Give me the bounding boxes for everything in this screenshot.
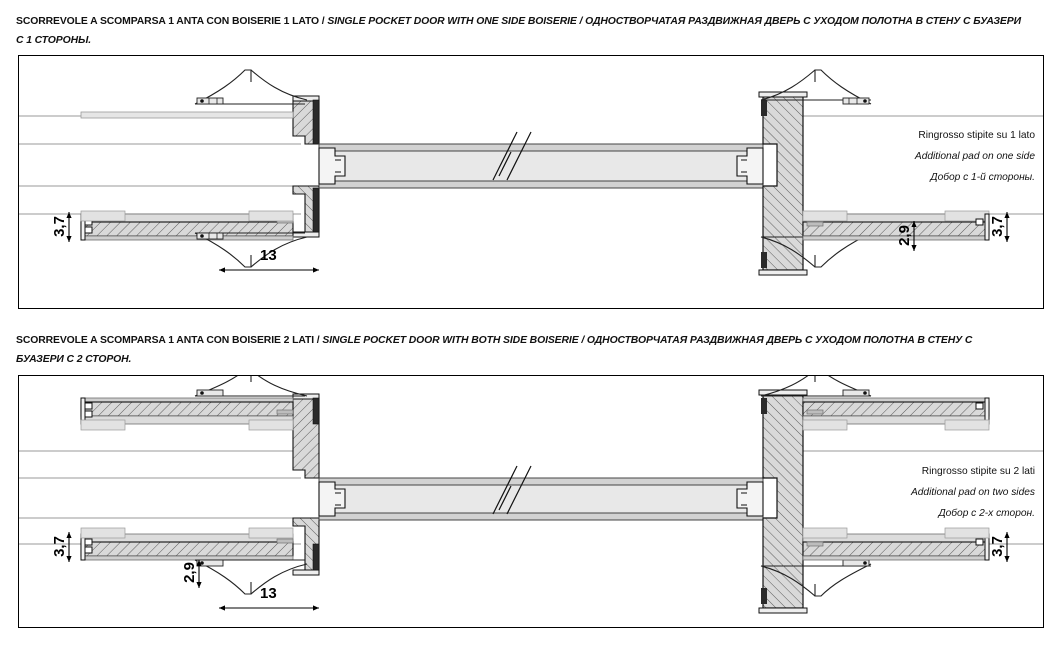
left-upper-hardware-bracket <box>194 69 308 105</box>
right-lower-boiserie-panel-2 <box>802 527 990 561</box>
section-2-title-line2: БУАЗЕРИ С 2 СТОРОН. <box>16 354 132 365</box>
section-2-title-russian: ОДНОСТВОРЧАТАЯ РАЗДВИЖНАЯ ДВЕРЬ С УХОДОМ… <box>586 335 973 346</box>
right-pocket-jamb <box>758 91 808 276</box>
left-upper-boiserie-panel-2 <box>80 397 294 431</box>
right-upper-hardware-bracket-2 <box>760 376 872 397</box>
left-lower-hardware-bracket-2 <box>194 559 308 595</box>
left-lower-hardware-bracket <box>194 232 308 268</box>
left-upper-jamb-2 <box>292 393 320 479</box>
left-lower-boiserie-panel <box>80 210 294 241</box>
section-1-title-sep-1: / <box>319 16 328 27</box>
right-lower-boiserie-panel <box>802 210 990 241</box>
section-2-title-italian: SCORREVOLE A SCOMPARSA 1 ANTA CON BOISER… <box>16 335 314 346</box>
section-1-title-italian: SCORREVOLE A SCOMPARSA 1 ANTA CON BOISER… <box>16 16 319 27</box>
left-lower-jamb <box>292 185 320 238</box>
section-1-callout-english: Additional pad on one side <box>914 151 1035 162</box>
dimension-left-depth-2 <box>219 605 319 611</box>
section-1-title-sep-2: / <box>576 16 586 27</box>
section-2-title-sep-2: / <box>578 335 587 346</box>
section-1-callout-italian: Ringrosso stipite su 1 lato <box>918 130 1035 141</box>
door-leaf-left-profile-2 <box>318 481 346 517</box>
section-2-drawing <box>19 376 1043 614</box>
left-lower-boiserie-panel-2 <box>80 527 294 561</box>
dimension-label-left-pad-2: 2,9 <box>180 562 198 583</box>
left-upper-boiserie <box>80 111 294 119</box>
door-leaf-panel-2 <box>318 477 764 521</box>
section-1-title: SCORREVOLE A SCOMPARSA 1 ANTA CON BOISER… <box>16 12 1056 50</box>
right-upper-hardware-bracket <box>760 69 872 105</box>
section-1-drawing-frame: Ringrosso stipite su 1 lato Additional p… <box>18 55 1044 309</box>
break-line-symbol-2 <box>492 465 532 515</box>
dimension-left-depth <box>219 267 319 273</box>
dimension-label-left-thickness-1: 3,7 <box>50 216 68 237</box>
section-1-drawing <box>19 69 1043 276</box>
dimension-label-left-depth-1: 13 <box>260 247 277 264</box>
section-2-callout-russian: Добор с 2-х сторон. <box>938 508 1035 519</box>
section-2-callout: Ringrosso stipite su 2 lati Additional p… <box>813 461 1035 524</box>
dimension-label-right-pad-1: 2,9 <box>895 225 913 246</box>
dimension-left-thickness-2 <box>66 532 72 562</box>
section-2-callout-english: Additional pad on two sides <box>910 487 1035 498</box>
dimension-right-thickness-2 <box>1004 532 1010 562</box>
section-2-title: SCORREVOLE A SCOMPARSA 1 ANTA CON BOISER… <box>16 331 1056 369</box>
right-pocket-jamb-2 <box>758 389 808 614</box>
section-1-callout: Ringrosso stipite su 1 lato Additional p… <box>813 125 1035 188</box>
break-line-symbol <box>492 131 532 181</box>
dimension-label-left-thickness-2: 3,7 <box>50 536 68 557</box>
dimension-label-right-thickness-2: 3,7 <box>988 536 1006 557</box>
left-lower-jamb-2 <box>292 517 320 576</box>
dimension-right-pad <box>911 221 917 251</box>
door-leaf-right-profile-2 <box>736 481 764 517</box>
section-1-title-russian: ОДНОСТВОРЧАТАЯ РАЗДВИЖНАЯ ДВЕРЬ С УХОДОМ… <box>585 16 1021 27</box>
section-2-title-sep-1: / <box>314 335 323 346</box>
section-2-callout-italian: Ringrosso stipite su 2 lati <box>921 466 1035 477</box>
door-leaf-panel <box>318 143 764 189</box>
right-upper-boiserie-panel-2 <box>802 397 990 431</box>
section-1-title-english: SINGLE POCKET DOOR WITH ONE SIDE BOISERI… <box>327 16 577 27</box>
dimension-label-left-depth-2: 13 <box>260 585 277 602</box>
section-1-callout-russian: Добор с 1-й стороны. <box>930 172 1035 183</box>
wall-reference-lines-left <box>19 115 301 215</box>
section-2-title-english: SINGLE POCKET DOOR WITH BOTH SIDE BOISER… <box>322 335 579 346</box>
section-2-drawing-frame: Ringrosso stipite su 2 lati Additional p… <box>18 375 1044 628</box>
dimension-right-thickness <box>1004 212 1010 242</box>
dimension-left-thickness <box>66 212 72 242</box>
dimension-left-pad-2 <box>196 560 202 588</box>
left-upper-hardware-bracket-2 <box>194 376 308 397</box>
right-lower-hardware-bracket-2 <box>760 559 872 597</box>
door-leaf-left-profile <box>318 147 346 185</box>
dimension-label-right-thickness-1: 3,7 <box>988 216 1006 237</box>
section-1-title-line2: С 1 СТОРОНЫ. <box>16 35 92 46</box>
door-leaf-right-profile <box>736 147 764 185</box>
left-upper-jamb <box>292 95 320 145</box>
